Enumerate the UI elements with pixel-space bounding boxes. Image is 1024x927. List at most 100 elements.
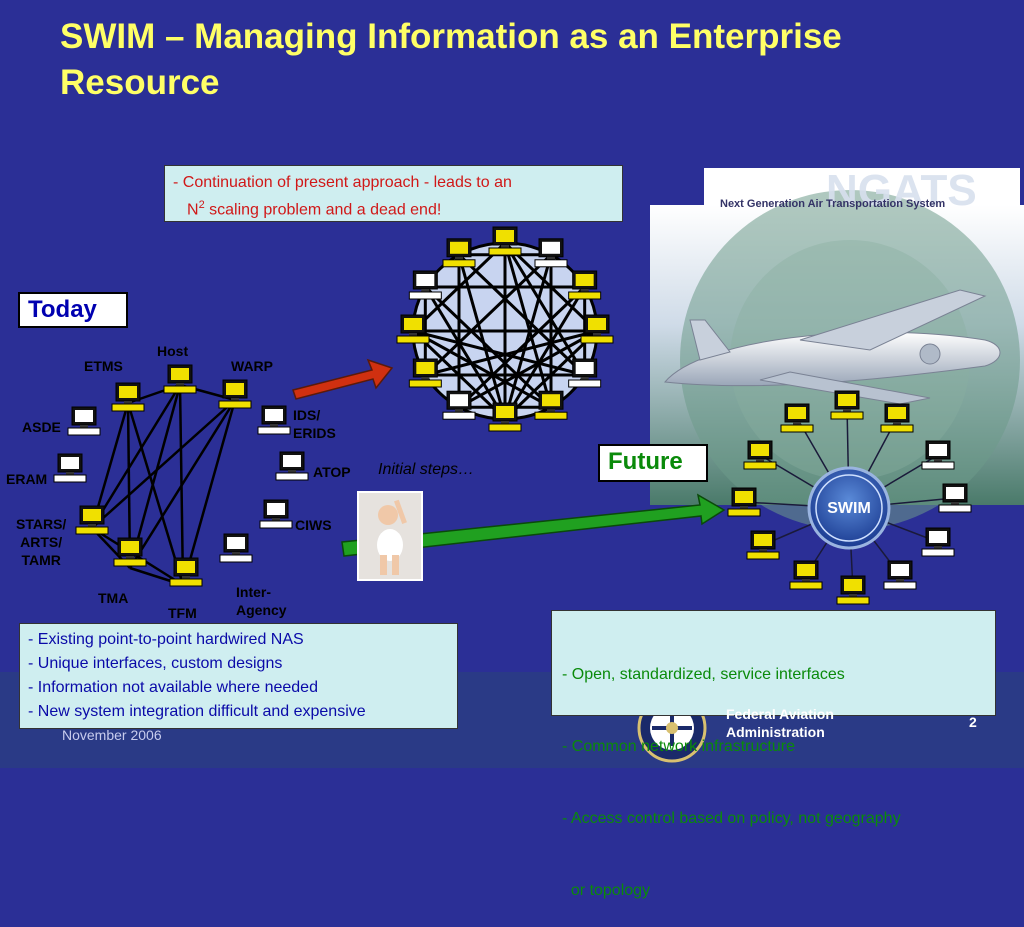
slide-title: SWIM – Managing Information as an Enterp… <box>60 17 842 102</box>
computer-icon <box>408 358 442 388</box>
label-eram: ERAM <box>6 471 48 487</box>
computer-icon <box>488 402 522 432</box>
label-atop: ATOP <box>313 464 351 480</box>
n2-warning-box: - Continuation of present approach - lea… <box>164 165 623 222</box>
label-tma: TMA <box>98 590 129 606</box>
computer-icon <box>113 537 147 567</box>
label-ids: IDS/ ERIDS <box>293 406 336 442</box>
computer-icon <box>275 451 309 481</box>
mesh-link <box>457 253 586 377</box>
computer-icon <box>534 238 568 268</box>
n2-warning-prefix: N <box>187 201 199 219</box>
computer-icon <box>780 403 814 433</box>
label-host: Host <box>157 343 189 359</box>
n2-warning-line2: N2 scaling problem and a dead end! <box>173 194 614 221</box>
today-wires <box>90 383 237 587</box>
label-ids-line1: IDS/ <box>293 407 321 423</box>
airplane-illustration <box>664 289 1001 405</box>
label-stars-line2: ARTS/ <box>20 534 63 550</box>
computer-icon <box>257 405 291 435</box>
computer-icon <box>580 314 614 344</box>
label-asde: ASDE <box>22 419 61 435</box>
today-point: - New system integration difficult and e… <box>28 703 366 720</box>
computer-icon <box>534 390 568 420</box>
computer-icon <box>488 226 522 256</box>
ngats-logo-text: NGATS <box>826 166 977 215</box>
computer-icon <box>169 557 203 587</box>
computer-icon <box>75 505 109 535</box>
label-inter-agency: Inter- Agency <box>236 583 287 619</box>
future-point: or topology <box>562 882 651 899</box>
computer-icon <box>111 382 145 412</box>
computer-icon <box>883 560 917 590</box>
mesh-network <box>411 241 599 421</box>
mesh-link <box>503 254 553 420</box>
computer-icon <box>568 358 602 388</box>
red-arrow <box>292 358 394 400</box>
label-stars-line3: TAMR <box>21 552 61 568</box>
initial-steps-note: Initial steps… <box>378 461 475 478</box>
computer-icon <box>727 487 761 517</box>
computer-icon <box>743 440 777 470</box>
computer-icon <box>53 453 87 483</box>
computer-icon <box>836 575 870 605</box>
mesh-link <box>503 286 586 420</box>
computer-icon <box>568 270 602 300</box>
computer-nodes <box>53 226 972 605</box>
future-point: - Open, standardized, service interfaces <box>562 666 845 683</box>
swim-hub-label: SWIM <box>827 500 871 517</box>
n2-warning-suffix: scaling problem and a dead end! <box>204 201 442 219</box>
computer-icon <box>396 314 430 344</box>
today-point: - Information not available where needed <box>28 679 318 696</box>
computer-icon <box>163 364 197 394</box>
today-point: - Existing point-to-point hardwired NAS <box>28 631 304 648</box>
computer-icon <box>789 560 823 590</box>
label-etms: ETMS <box>84 358 123 374</box>
computer-icon <box>442 390 476 420</box>
label-ciws: CIWS <box>295 517 332 533</box>
computer-icon <box>921 440 955 470</box>
mesh-link <box>412 329 586 377</box>
mesh-link <box>424 286 507 420</box>
future-point: - Access control based on policy, not ge… <box>562 810 901 827</box>
swim-hub: SWIM <box>807 466 891 550</box>
footer-org-line1: Federal Aviation <box>726 706 834 722</box>
footer-org-line2: Administration <box>726 724 825 740</box>
mesh-link <box>424 253 553 377</box>
label-stars: STARS/ ARTS/ TAMR <box>16 515 66 569</box>
label-inter-line2: Agency <box>236 602 287 618</box>
mesh-link <box>457 254 507 420</box>
n2-warning-sup: 2 <box>198 199 205 211</box>
computer-icon <box>830 390 864 420</box>
mesh-link <box>458 329 598 409</box>
computer-icon <box>746 530 780 560</box>
computer-icon <box>259 499 293 529</box>
diagram-canvas: NGATS Next Generation Air Transportation… <box>53 166 1024 763</box>
computer-icon <box>218 379 252 409</box>
label-inter-line1: Inter- <box>236 584 271 600</box>
today-points-box: - Existing point-to-point hardwired NAS … <box>19 623 458 729</box>
mesh-link <box>503 242 553 408</box>
future-point: - Common network infrastructure <box>562 738 795 755</box>
mesh-link <box>503 242 586 376</box>
n2-warning-line1: - Continuation of present approach - lea… <box>173 174 512 191</box>
computer-icon <box>67 406 101 436</box>
page-number: 2 <box>969 714 977 730</box>
baby-photo <box>357 491 423 581</box>
future-points-box: - Open, standardized, service interfaces… <box>551 610 996 899</box>
mesh-link <box>424 329 598 377</box>
label-tfm: TFM <box>168 605 197 621</box>
today-label: Today <box>18 292 128 328</box>
mesh-link <box>424 285 553 409</box>
label-ids-line2: ERIDS <box>293 425 336 441</box>
today-point: - Unique interfaces, custom designs <box>28 655 283 672</box>
ngats-subtitle: Next Generation Air Transportation Syste… <box>720 198 945 210</box>
computer-icon <box>880 403 914 433</box>
computer-icon <box>219 533 253 563</box>
computer-icon <box>938 483 972 513</box>
future-label: Future <box>598 444 708 482</box>
mesh-link <box>412 329 552 409</box>
computer-icon <box>408 270 442 300</box>
footer-date: November 2006 <box>62 727 162 743</box>
mesh-link <box>457 285 586 409</box>
